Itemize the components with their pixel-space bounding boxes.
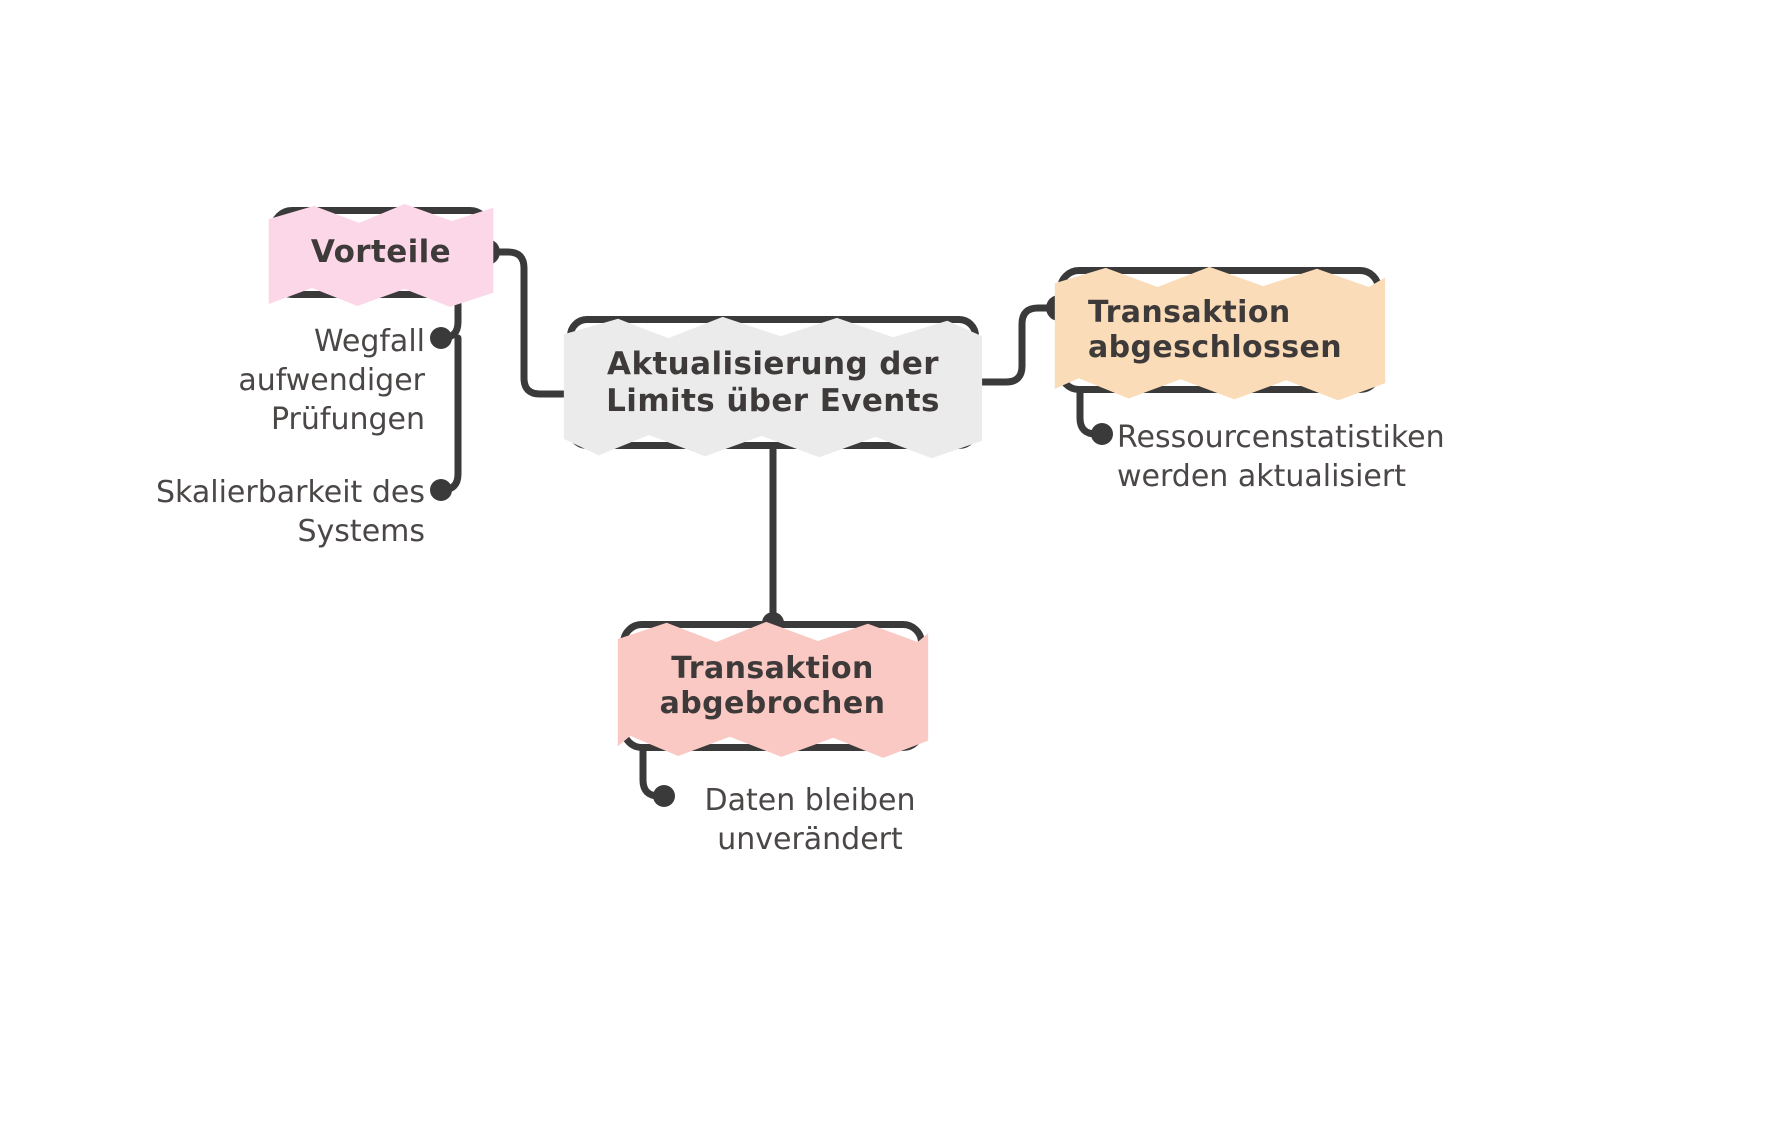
edge-central-vorteile	[488, 248, 571, 398]
edge-central-abgeschlossen	[975, 304, 1061, 386]
node-transaktion-abgebrochen[interactable]: Transaktion abgebrochen	[617, 621, 929, 758]
connector-dot-wegfall	[430, 327, 452, 349]
edge-vorteile-wegfall	[436, 294, 462, 342]
node-central-label: Aktualisierung der Limits über Events	[606, 345, 940, 419]
edge-abgeschlossen-ressourcen	[1076, 389, 1104, 438]
leaf-daten-bleiben-unveraendert[interactable]: Daten bleiben unverändert	[704, 783, 916, 857]
leaf-ressourcenstatistiken-werden-aktualisiert[interactable]: Ressourcenstatistiken werden aktualisier…	[1117, 420, 1445, 494]
connector-dot-daten	[653, 785, 675, 807]
leaf-wegfall-aufwendiger-pruefungen[interactable]: Wegfall aufwendiger Prüfungen	[238, 324, 425, 437]
node-vorteile-label: Vorteile	[310, 234, 452, 271]
edge-vorteile-skalierbarkeit	[436, 334, 462, 494]
leaf-skalierbarkeit-des-systems[interactable]: Skalierbarkeit des Systems	[155, 475, 425, 549]
node-central-aktualisierung[interactable]: Aktualisierung der Limits über Events	[563, 316, 983, 459]
node-vorteile[interactable]: Vorteile	[268, 204, 494, 307]
node-abgebrochen-label: Transaktion abgebrochen	[659, 650, 886, 721]
connector-dot-skalierbarkeit	[430, 479, 452, 501]
node-abgeschlossen-label: Transaktion abgeschlossen	[1088, 294, 1343, 365]
connector-dot-ressourcen	[1091, 423, 1113, 445]
edge-abgebrochen-daten	[639, 747, 666, 800]
node-transaktion-abgeschlossen[interactable]: Transaktion abgeschlossen	[1054, 266, 1386, 401]
